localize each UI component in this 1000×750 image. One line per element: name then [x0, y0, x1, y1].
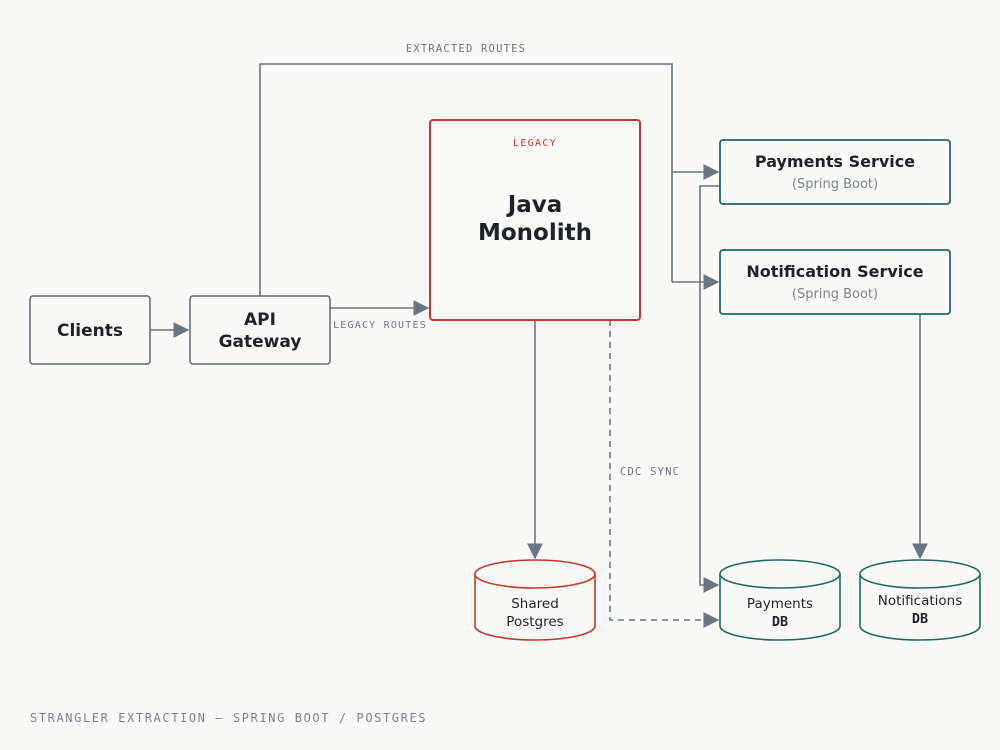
payments-service-title: Payments Service — [755, 152, 915, 171]
node-notification-service[interactable]: Notification Service (Spring Boot) — [719, 249, 951, 315]
shared-db-label-line1: Shared — [511, 596, 559, 612]
shared-db-label-line2: Postgres — [506, 614, 563, 630]
clients-label: Clients — [57, 321, 123, 341]
diagram-footer-caption: STRANGLER EXTRACTION — SPRING BOOT / POS… — [30, 711, 427, 725]
notifications-db-label-line1: Notifications — [878, 593, 963, 609]
monolith-tag: LEGACY — [513, 138, 557, 149]
node-clients[interactable]: Clients — [29, 295, 151, 365]
node-notifications-db[interactable]: Notifications DB — [859, 559, 981, 641]
node-java-monolith[interactable]: LEGACY Java Monolith — [429, 119, 641, 321]
edges — [150, 63, 928, 628]
payments-db-label-line1: Payments — [747, 596, 813, 612]
gateway-label-line1: API — [244, 310, 276, 330]
node-payments-db[interactable]: Payments DB — [719, 559, 841, 641]
edge-extracted-routes-bus — [259, 63, 673, 296]
label-legacy-routes: LEGACY ROUTES — [333, 320, 427, 331]
notifications-db-label-line2: DB — [912, 611, 928, 627]
label-cdc-sync: CDC SYNC — [620, 466, 680, 478]
notification-service-title: Notification Service — [746, 262, 923, 281]
monolith-label-line2: Monolith — [478, 220, 592, 246]
notification-service-subtitle: (Spring Boot) — [792, 287, 878, 302]
node-shared-postgres[interactable]: Shared Postgres — [474, 559, 596, 641]
node-api-gateway[interactable]: API Gateway — [189, 295, 331, 365]
monolith-label-line1: Java — [506, 192, 563, 218]
gateway-label-line2: Gateway — [219, 332, 302, 352]
edge-payments-service-to-db — [699, 185, 720, 593]
node-payments-service[interactable]: Payments Service (Spring Boot) — [719, 139, 951, 205]
payments-service-subtitle: (Spring Boot) — [792, 177, 878, 192]
edge-cdc-sync — [609, 320, 720, 628]
label-extracted-routes: EXTRACTED ROUTES — [406, 43, 526, 55]
payments-db-label-line2: DB — [772, 614, 788, 630]
